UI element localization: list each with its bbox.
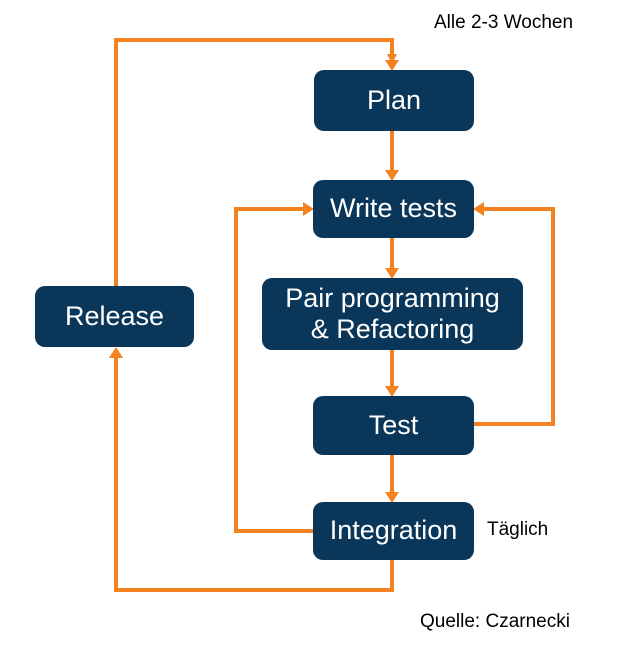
arrowhead-into-write-left <box>303 202 314 216</box>
edge-integration-to-release <box>114 354 394 592</box>
node-test[interactable]: Test <box>313 396 474 455</box>
node-plan[interactable]: Plan <box>314 70 474 131</box>
node-integration-label: Integration <box>329 515 458 546</box>
edge-test-to-write <box>474 207 555 426</box>
node-integration[interactable]: Integration <box>313 502 474 560</box>
edge-release-to-plan <box>114 38 397 286</box>
node-test-label: Test <box>368 409 419 440</box>
node-write-tests[interactable]: Write tests <box>313 180 474 238</box>
node-release-label: Release <box>64 300 165 331</box>
node-write-tests-label: Write tests <box>329 193 458 224</box>
annotation-source-credit: Quelle: Czarnecki <box>420 611 570 632</box>
edge-integration-to-write <box>234 207 313 533</box>
arrowhead-into-release <box>109 347 123 358</box>
arrowhead-into-integration <box>385 492 399 503</box>
arrowhead-into-write-right <box>473 202 484 216</box>
arrowhead-into-plan <box>385 60 399 71</box>
arrowhead-into-test <box>385 386 399 397</box>
arrowhead-into-write-top <box>385 170 399 181</box>
annotation-integration-cadence: Täglich <box>487 519 549 540</box>
annotation-release-cadence: Alle 2-3 Wochen <box>434 12 574 33</box>
node-release[interactable]: Release <box>35 286 194 347</box>
node-pair-programming[interactable]: Pair programming & Refactoring <box>262 278 523 350</box>
arrowhead-into-pair <box>385 268 399 279</box>
node-plan-label: Plan <box>366 84 422 115</box>
node-pair-programming-label: Pair programming & Refactoring <box>285 282 500 344</box>
